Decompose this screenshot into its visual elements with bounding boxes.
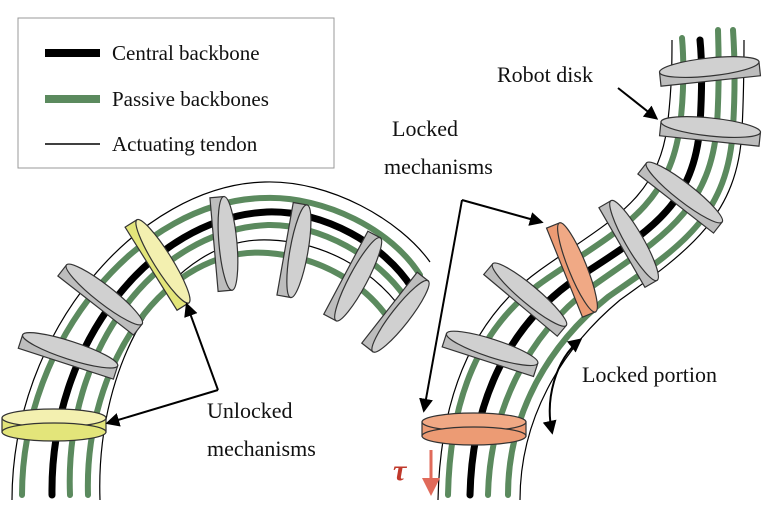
locked-disk-bottom — [421, 412, 527, 446]
legend: Central backbone Passive backbones Actua… — [17, 17, 335, 169]
robot-disk-right-1 — [441, 330, 539, 378]
robot-disk-left-1 — [17, 332, 119, 380]
robot-disk-left-7 — [360, 271, 430, 353]
unlocked-mechanisms-label-line1: Unlocked — [207, 398, 293, 423]
locked-disk-top — [545, 222, 598, 318]
robot-disk-left-4 — [209, 195, 239, 293]
legend-box — [17, 17, 335, 169]
unlocked-mechanisms-arrow-bottom — [105, 389, 219, 427]
robot-disk-right-5 — [637, 161, 724, 234]
left-robot — [1, 181, 431, 501]
robot-disk-left-2 — [57, 263, 144, 336]
robot-disk-arrow — [617, 87, 659, 120]
right-robot — [421, 27, 762, 501]
robot-disk-right-6 — [658, 116, 762, 147]
locked-mechanisms-label-line2: mechanisms — [384, 154, 493, 179]
annotations: Robot disk Locked mechanisms Unlocked me… — [105, 62, 717, 496]
robot-disk-right-4 — [598, 199, 659, 289]
unlocked-disk-bottom — [1, 408, 107, 442]
left-robot-disks — [1, 195, 430, 442]
unlocked-disk-top — [124, 218, 191, 312]
right-robot-disks — [421, 56, 762, 446]
robot-disk-left-5 — [276, 201, 312, 299]
robot-disk-label: Robot disk — [497, 62, 593, 87]
locked-portion-label: Locked portion — [582, 362, 717, 387]
locked-mechanisms-label-line1: Locked — [392, 116, 458, 141]
unlocked-mechanisms-arrow-top — [184, 302, 219, 391]
locked-mechanisms-arrow-top — [461, 199, 544, 226]
unlocked-mechanisms-label-line2: mechanisms — [207, 436, 316, 461]
torque-symbol: τ — [393, 454, 408, 487]
robot-disk-left-6 — [322, 230, 383, 322]
locked-portion-rotation-arrow — [542, 338, 583, 435]
legend-label-passive-backbones: Passive backbones — [112, 87, 269, 111]
torque-arrow-icon — [422, 450, 440, 496]
robot-disk-right-2 — [482, 262, 568, 338]
right-robot-tendons — [437, 39, 745, 501]
legend-label-central-backbone: Central backbone — [112, 41, 260, 65]
legend-label-actuating-tendon: Actuating tendon — [112, 132, 258, 156]
locked-mechanisms-arrow-bottom — [419, 199, 463, 413]
robot-disk-right-7 — [658, 56, 762, 87]
